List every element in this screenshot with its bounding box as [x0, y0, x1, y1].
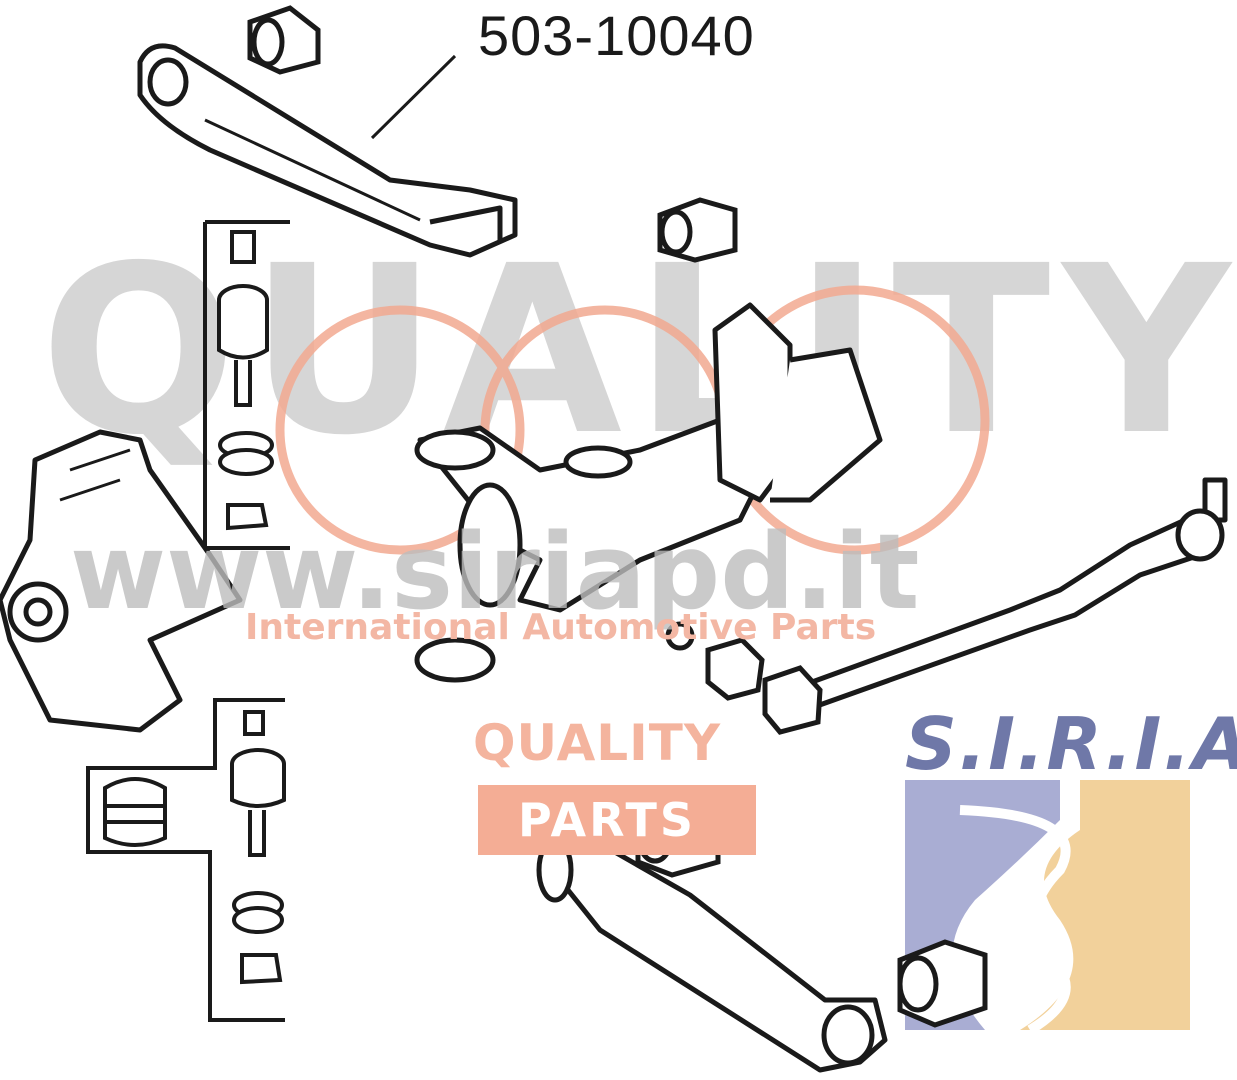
quality-badge-bottom-text: PARTS — [518, 793, 696, 847]
quality-badge-box — [478, 785, 756, 855]
watermark-tagline: International Automotive Parts — [245, 607, 877, 648]
tie-rod — [787, 477, 1228, 715]
axle-beam-center — [414, 302, 883, 683]
upper-control-arm — [137, 43, 518, 258]
callout-leader-line — [370, 54, 457, 140]
bushing-top — [247, 5, 321, 75]
quality-badge-top-text: QUALITY — [473, 714, 722, 772]
bushing-bottom-right — [897, 939, 988, 1028]
tie-rod-bushings — [665, 621, 823, 735]
siria-brand-logo: S.I.R.I.A. — [905, 702, 1237, 786]
upper-ball-joint-kit — [203, 220, 290, 550]
part-number-label: 503-10040 — [478, 4, 755, 67]
lower-ball-joint-kit — [86, 698, 286, 1022]
bushing-center — [657, 197, 738, 263]
steering-knuckle — [0, 429, 243, 733]
watermark-url: www.siriapd.it — [70, 511, 920, 633]
